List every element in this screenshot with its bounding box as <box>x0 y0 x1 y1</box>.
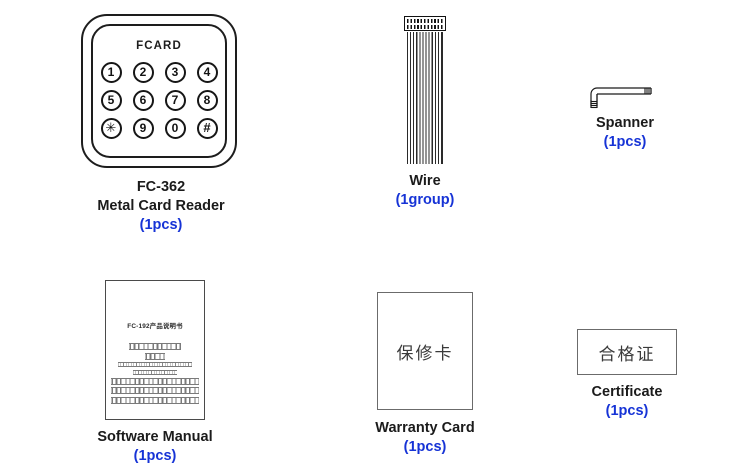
certificate-illustration: 合格证 <box>577 329 677 375</box>
warranty-card-text: 保修卡 <box>396 343 454 364</box>
certificate-name: Certificate <box>591 384 663 400</box>
text-line <box>118 362 192 368</box>
warranty-name: Warranty Card <box>375 420 475 436</box>
reader-keypad: 1 2 3 4 5 6 7 8 ✳ 9 0 # <box>95 62 223 139</box>
spanner-quantity: (1pcs) <box>603 134 647 151</box>
text-line <box>129 343 181 350</box>
card-reader-model: FC-362 <box>136 179 186 195</box>
manual-caption: Software Manual (1pcs) <box>85 428 225 466</box>
spanner-name: Spanner <box>595 115 654 131</box>
item-wire: Wire (1group) <box>365 16 485 210</box>
keypad-key: 9 <box>132 118 154 139</box>
wire-connector <box>404 16 446 31</box>
keypad-key: 0 <box>164 118 186 139</box>
certificate-quantity: (1pcs) <box>605 403 649 420</box>
keypad-key: 4 <box>196 62 218 83</box>
wire-quantity: (1group) <box>395 192 455 209</box>
keypad-key: 7 <box>164 90 186 111</box>
card-reader-name: Metal Card Reader <box>97 198 225 215</box>
hex-key-icon <box>590 87 652 109</box>
connector-pin-row <box>407 25 443 29</box>
card-reader-illustration: FCARD 1 2 3 4 5 6 7 8 ✳ 9 0 # <box>81 14 241 172</box>
ribbon-cable <box>407 32 443 164</box>
warranty-card-illustration: 保修卡 <box>377 292 473 410</box>
item-spanner: Spanner (1pcs) <box>585 78 665 152</box>
text-line <box>111 377 199 385</box>
card-reader-quantity: (1pcs) <box>139 217 183 234</box>
certificate-text: 合格证 <box>598 344 656 365</box>
reader-brand-label: FCARD <box>136 40 182 52</box>
manual-illustration: FC-192产品说明书 <box>105 280 205 420</box>
item-software-manual: FC-192产品说明书 Software Manual (1pcs) <box>85 280 225 466</box>
keypad-key: 1 <box>100 62 122 83</box>
certificate-caption: Certificate (1pcs) <box>557 383 697 421</box>
item-certificate: 合格证 Certificate (1pcs) <box>557 329 697 421</box>
keypad-key: 3 <box>164 62 186 83</box>
manual-placeholder-text <box>106 343 204 406</box>
warranty-quantity: (1pcs) <box>403 439 447 456</box>
manual-quantity: (1pcs) <box>133 448 177 465</box>
item-warranty-card: 保修卡 Warranty Card (1pcs) <box>355 292 495 457</box>
keypad-key: 2 <box>132 62 154 83</box>
keypad-key: 8 <box>196 90 218 111</box>
connector-pin-row <box>407 19 443 23</box>
card-reader-caption: FC-362 Metal Card Reader (1pcs) <box>73 178 249 235</box>
manual-name: Software Manual <box>97 429 213 445</box>
text-line <box>133 369 177 376</box>
text-line <box>111 387 199 395</box>
keypad-key: ✳ <box>100 118 122 139</box>
text-line <box>111 396 199 404</box>
spanner-caption: Spanner (1pcs) <box>585 114 665 152</box>
text-line <box>145 352 165 360</box>
wire-name: Wire <box>409 173 441 189</box>
keypad-key: 5 <box>100 90 122 111</box>
keypad-key: # <box>196 118 218 139</box>
manual-cover-title: FC-192产品说明书 <box>127 323 183 330</box>
wire-illustration <box>395 16 455 166</box>
warranty-caption: Warranty Card (1pcs) <box>355 419 495 457</box>
item-card-reader: FCARD 1 2 3 4 5 6 7 8 ✳ 9 0 # FC-362 Met… <box>73 14 249 235</box>
spanner-illustration <box>585 78 665 112</box>
keypad-key: 6 <box>132 90 154 111</box>
wire-caption: Wire (1group) <box>365 172 485 210</box>
